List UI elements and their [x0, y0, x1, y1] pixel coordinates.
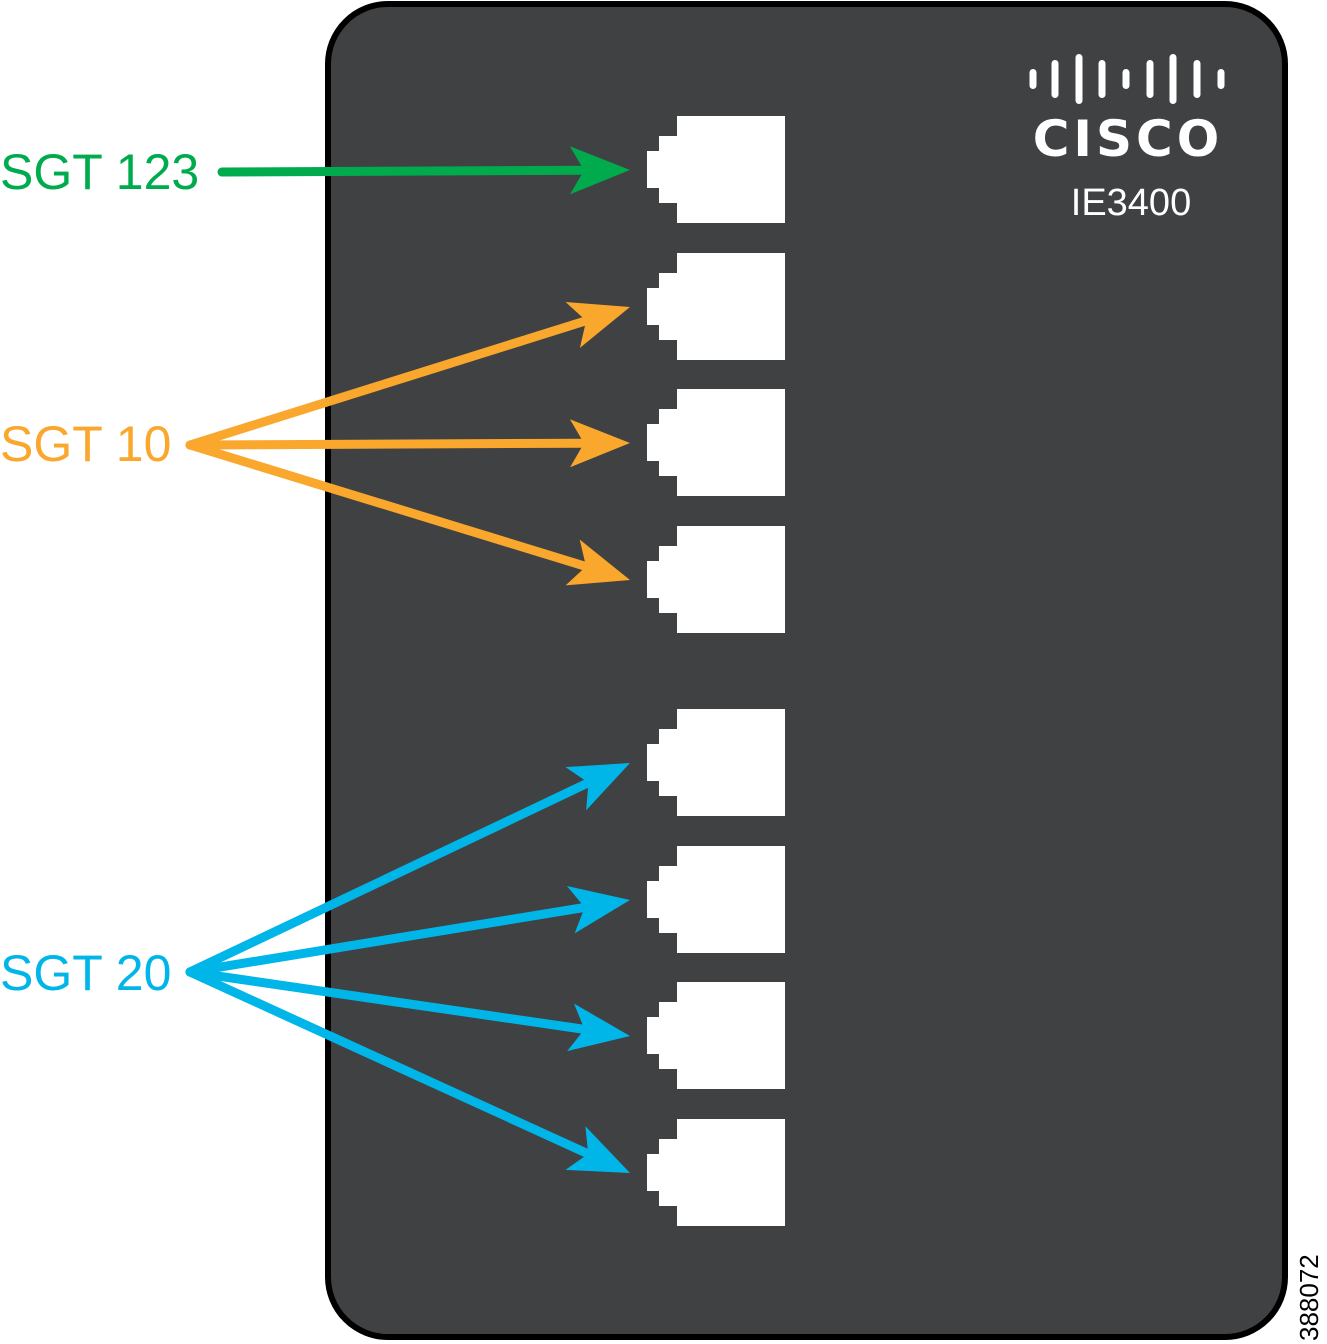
cisco-logo-bar [1169, 54, 1177, 104]
sgt-arrows [185, 146, 630, 1173]
sgt-label-10: SGT 10 [0, 416, 171, 472]
arrow-icon [569, 146, 630, 195]
sgt-label-123: SGT 123 [0, 144, 199, 200]
cisco-logo-bar [1217, 69, 1225, 89]
arrow-icon [566, 886, 630, 934]
arrow-shaft [185, 438, 589, 450]
ethernet-port-icon [647, 526, 785, 633]
cisco-logo-bar [1146, 60, 1154, 98]
ethernet-port-icon [647, 846, 785, 953]
arrow-shaft [185, 967, 593, 1159]
ethernet-port-icon [647, 253, 785, 360]
cisco-logo-bar [1193, 60, 1201, 98]
cisco-brand-text: CISCO [1033, 110, 1224, 168]
arrow-icon [565, 763, 630, 811]
device-model-text: IE3400 [1071, 182, 1191, 224]
ethernet-port-icon [647, 1119, 785, 1226]
cisco-logo-bar [1029, 69, 1037, 89]
ethernet-port-icon [647, 116, 785, 223]
arrow-shaft [185, 316, 591, 450]
cisco-logo-bar [1122, 69, 1130, 89]
cisco-logo-bar [1098, 60, 1106, 98]
ethernet-port-icon [647, 709, 785, 816]
figure-id: 388072 [1294, 1254, 1324, 1341]
arrow-shaft [185, 778, 593, 977]
cisco-logo-bar [1075, 54, 1083, 104]
cisco-logo-bar [1051, 60, 1059, 98]
sgt-label-20: SGT 20 [0, 945, 171, 1001]
ethernet-ports [647, 116, 785, 1226]
arrow-icon [565, 1126, 630, 1173]
arrow-shaft [217, 165, 589, 177]
switch-body [325, 1, 1288, 1340]
arrow-icon [565, 539, 630, 586]
arrow-shaft [185, 902, 590, 977]
ethernet-port-icon [647, 389, 785, 496]
ethernet-port-icon [647, 982, 785, 1089]
arrow-shaft [185, 967, 589, 1034]
arrow-icon [565, 302, 630, 348]
arrow-shaft [185, 440, 591, 572]
arrow-icon [569, 419, 630, 468]
cisco-logo-bars-icon [1029, 54, 1225, 104]
arrow-icon [567, 1003, 630, 1052]
